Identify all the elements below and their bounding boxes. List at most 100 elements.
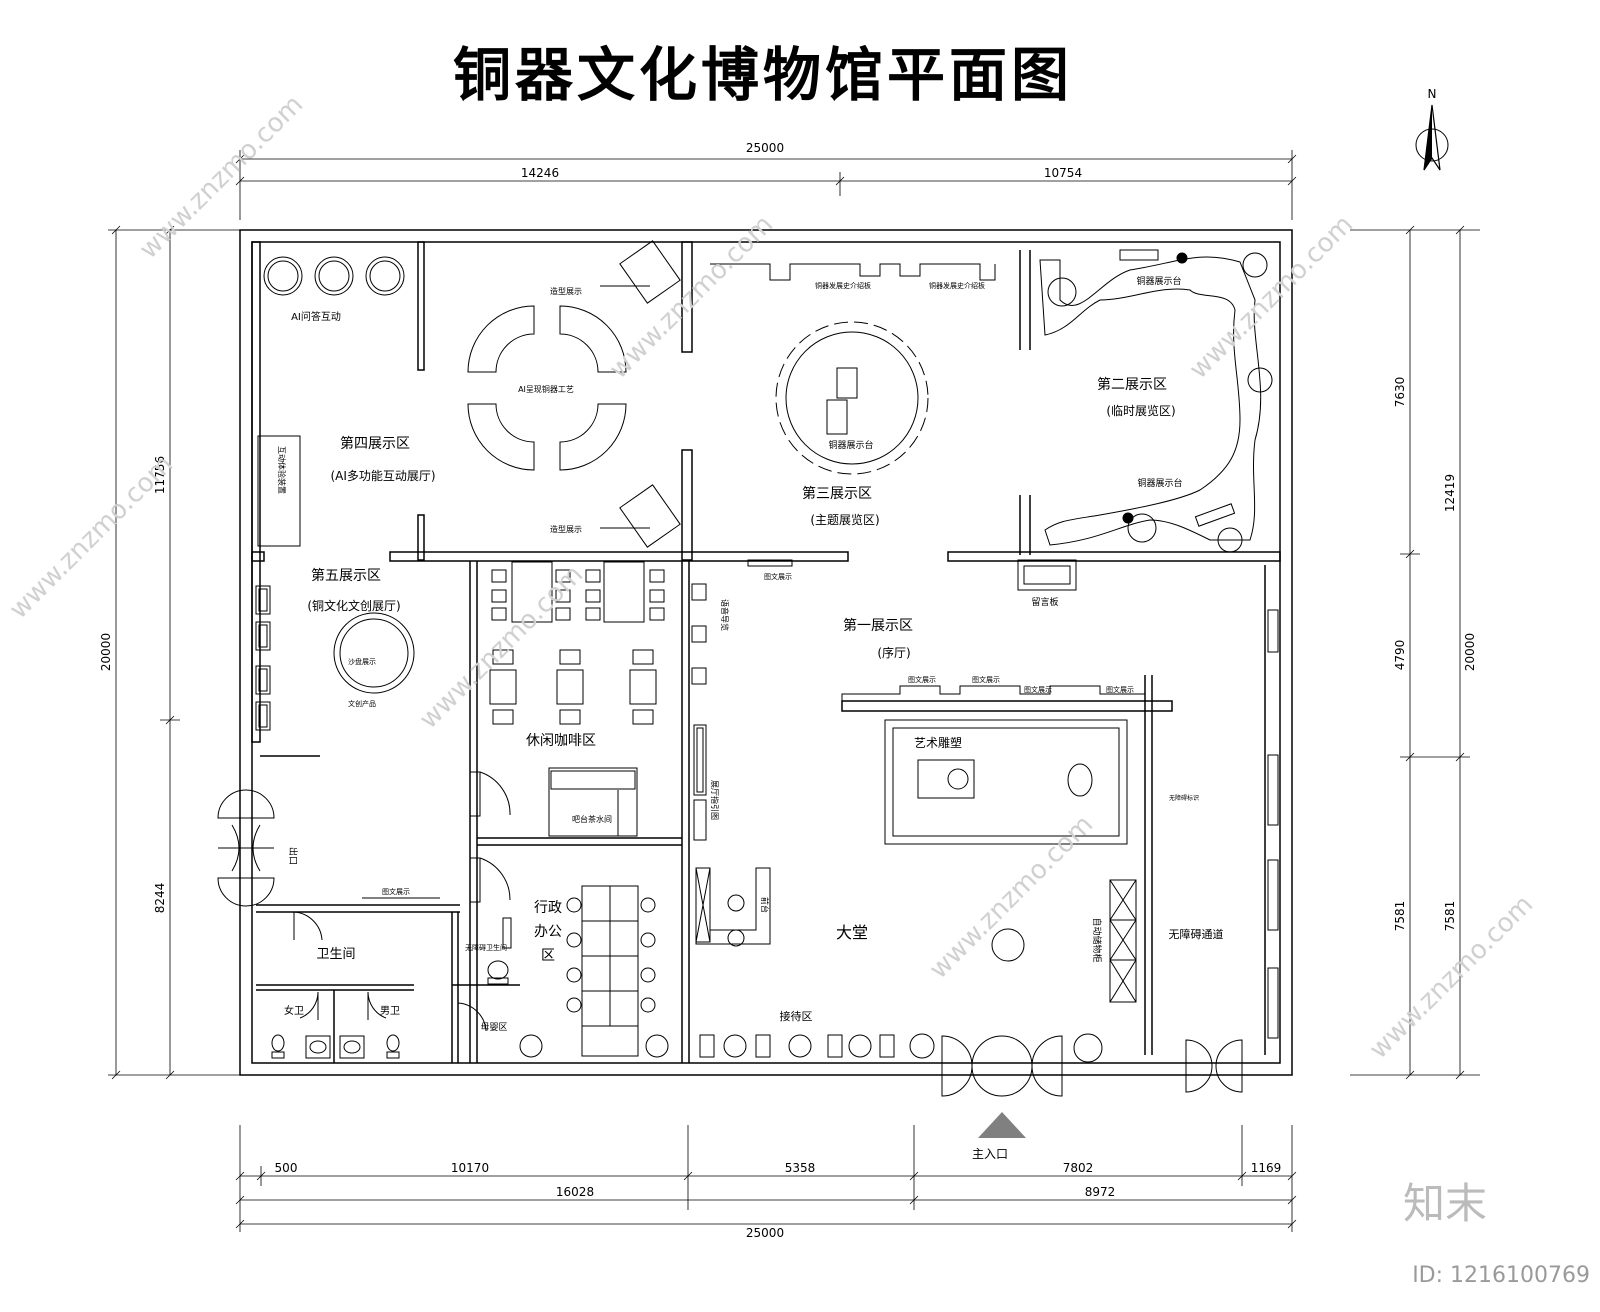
dim-right-d: 12419 bbox=[1443, 474, 1457, 512]
zone2-plants bbox=[1047, 252, 1273, 553]
zone1-title: 第一展示区 bbox=[843, 617, 913, 634]
svg-text:www.znzmo.com: www.znzmo.com bbox=[134, 90, 309, 265]
zone3-furniture bbox=[710, 263, 996, 475]
access-sign-label: 无障碍标识 bbox=[1169, 794, 1199, 802]
zone2-labels: 铜器展示台 第二展示区 (临时展览区) 铜器展示台 留言板 bbox=[1031, 275, 1182, 608]
zone1-labels: 第一展示区 (序厅) 语音导览 图文展示 图文展示 图文展示 图文展示 图文展示… bbox=[710, 572, 1224, 1023]
zone3-labels: 铜器发展史介绍板 铜器发展史介绍板 铜器展示台 第三展示区 (主题展览区) bbox=[802, 281, 985, 527]
zone5-labels: 第五展示区 (铜文化文创展厅) 沙盘展示 文创产品 出口 图文展示 bbox=[287, 567, 410, 896]
plant-icon bbox=[1073, 1033, 1103, 1063]
mother-label: 母婴区 bbox=[480, 1022, 507, 1033]
dim-right-a: 7630 bbox=[1393, 377, 1407, 408]
plant-icon bbox=[1122, 512, 1134, 524]
zone3-stage-label: 铜器展示台 bbox=[828, 439, 873, 451]
image-id: ID: 1216100769 bbox=[1412, 1263, 1590, 1288]
plant-icon bbox=[1247, 367, 1273, 393]
plant-icon bbox=[519, 1034, 543, 1058]
plant-icon bbox=[1242, 252, 1268, 278]
dim-top-total: 25000 bbox=[746, 141, 784, 155]
zone5-title: 第五展示区 bbox=[311, 567, 381, 584]
dim-left-total: 20000 bbox=[99, 633, 113, 671]
north-label: N bbox=[1428, 87, 1437, 101]
zone4-labels: AI问答互动 AI呈现铜器工艺 造型展示 造型展示 互动体验装置 第四展示区 (… bbox=[277, 286, 582, 534]
plant-icon bbox=[1217, 527, 1243, 553]
dim-right-e: 7581 bbox=[1443, 901, 1457, 932]
plant-icon bbox=[909, 1033, 935, 1059]
entrance-arrow-icon bbox=[978, 1112, 1026, 1138]
zone4-furniture bbox=[257, 240, 681, 548]
dim-bottom-e: 1169 bbox=[1251, 1161, 1282, 1175]
toilet-furniture bbox=[271, 911, 512, 1059]
logo-mark: 知末 bbox=[1403, 1179, 1487, 1228]
zone4-title: 第四展示区 bbox=[340, 435, 410, 452]
zone4-side-label: 互动体验装置 bbox=[277, 446, 287, 494]
dim-top-right: 10754 bbox=[1044, 166, 1082, 180]
svg-text:www.znzmo.com: www.znzmo.com bbox=[604, 210, 779, 385]
watermark: www.znzmo.com www.znzmo.com www.znzmo.co… bbox=[4, 90, 1590, 1288]
bar-label: 吧台茶水间 bbox=[572, 814, 612, 824]
lobby-plants bbox=[519, 928, 1103, 1063]
dim-bottom-a: 500 bbox=[275, 1161, 298, 1175]
exit-label: 出口 bbox=[287, 847, 299, 865]
cafe-furniture bbox=[469, 561, 665, 903]
dimension-labels: 25000 14246 10754 20000 11756 8244 7630 … bbox=[99, 141, 1477, 1240]
svg-text:www.znzmo.com: www.znzmo.com bbox=[414, 560, 589, 735]
dim-top-left: 14246 bbox=[521, 166, 559, 180]
zone3-wall-b-label: 铜器发展史介绍板 bbox=[929, 281, 985, 290]
zone2-subtitle: (临时展览区) bbox=[1106, 403, 1175, 418]
zone1-subtitle: (序厅) bbox=[877, 645, 910, 660]
entrance-marker: 主入口 bbox=[972, 1112, 1026, 1161]
message-board-label: 留言板 bbox=[1031, 596, 1058, 608]
cafe-labels: 休闲咖啡区 吧台茶水间 bbox=[526, 733, 612, 824]
dim-right-total: 20000 bbox=[1463, 633, 1477, 671]
female-label: 女卫 bbox=[284, 1004, 304, 1017]
board-z5-label: 图文展示 bbox=[382, 887, 410, 896]
plant-icon bbox=[645, 1034, 669, 1058]
toilet-title: 卫生间 bbox=[316, 947, 355, 962]
plant-icon bbox=[1127, 513, 1157, 543]
model-top-label: 造型展示 bbox=[550, 286, 582, 296]
zone2-title: 第二展示区 bbox=[1097, 376, 1167, 393]
zone5-subtitle: (铜文化文创展厅) bbox=[307, 598, 400, 613]
wheelchair-icon bbox=[991, 928, 1025, 962]
board-a-label: 图文展示 bbox=[764, 572, 792, 581]
zone1-furniture bbox=[264, 559, 1279, 1097]
cafe-title: 休闲咖啡区 bbox=[526, 733, 596, 749]
model-bottom-label: 造型展示 bbox=[550, 524, 582, 534]
map-board-label: 展厅指引图 bbox=[710, 780, 720, 820]
toilet-labels: 卫生间 女卫 男卫 无障碍卫生间 母婴区 bbox=[284, 943, 508, 1033]
board-c-label: 图文展示 bbox=[972, 675, 1000, 684]
hall-label: 大堂 bbox=[836, 923, 868, 942]
dim-right-b: 4790 bbox=[1393, 640, 1407, 671]
plant-icon bbox=[1176, 252, 1188, 264]
zone5-furniture bbox=[217, 585, 440, 907]
lockers-label: 自动储物柜 bbox=[1091, 917, 1103, 962]
dim-left-lower: 8244 bbox=[153, 883, 167, 914]
board-e-label: 图文展示 bbox=[1106, 685, 1134, 694]
entrance-label: 主入口 bbox=[972, 1147, 1008, 1161]
svg-text:www.znzmo.com: www.znzmo.com bbox=[4, 450, 179, 625]
ai-craft-label: AI呈现铜器工艺 bbox=[518, 384, 574, 394]
walls bbox=[239, 229, 1293, 1076]
zone4-subtitle: (AI多功能互动展厅) bbox=[330, 469, 435, 483]
sand-table-label: 沙盘展示 bbox=[348, 657, 376, 666]
svg-text:www.znzmo.com: www.znzmo.com bbox=[1184, 210, 1359, 385]
ai-qa-label: AI问答互动 bbox=[291, 310, 341, 323]
zone3-title: 第三展示区 bbox=[802, 485, 872, 502]
board-d-label: 图文展示 bbox=[1024, 685, 1052, 694]
office-label-a: 行政 bbox=[534, 900, 562, 916]
creative-label: 文创产品 bbox=[348, 699, 376, 708]
office-label-c: 区 bbox=[541, 948, 555, 964]
zone2-stage-a-label: 铜器展示台 bbox=[1136, 275, 1181, 287]
dimension-lines bbox=[108, 150, 1480, 1232]
plant-icon bbox=[788, 1034, 812, 1058]
desk-label: 前台 bbox=[760, 897, 770, 913]
north-arrow-icon: N bbox=[1415, 87, 1449, 171]
dim-bottom-f: 16028 bbox=[556, 1185, 594, 1199]
dim-bottom-b: 10170 bbox=[451, 1161, 489, 1175]
dim-bottom-d: 7802 bbox=[1063, 1161, 1094, 1175]
plant-icon bbox=[1047, 277, 1077, 307]
plan-title: 铜器文化博物馆平面图 bbox=[453, 41, 1073, 109]
dim-right-c: 7581 bbox=[1393, 901, 1407, 932]
